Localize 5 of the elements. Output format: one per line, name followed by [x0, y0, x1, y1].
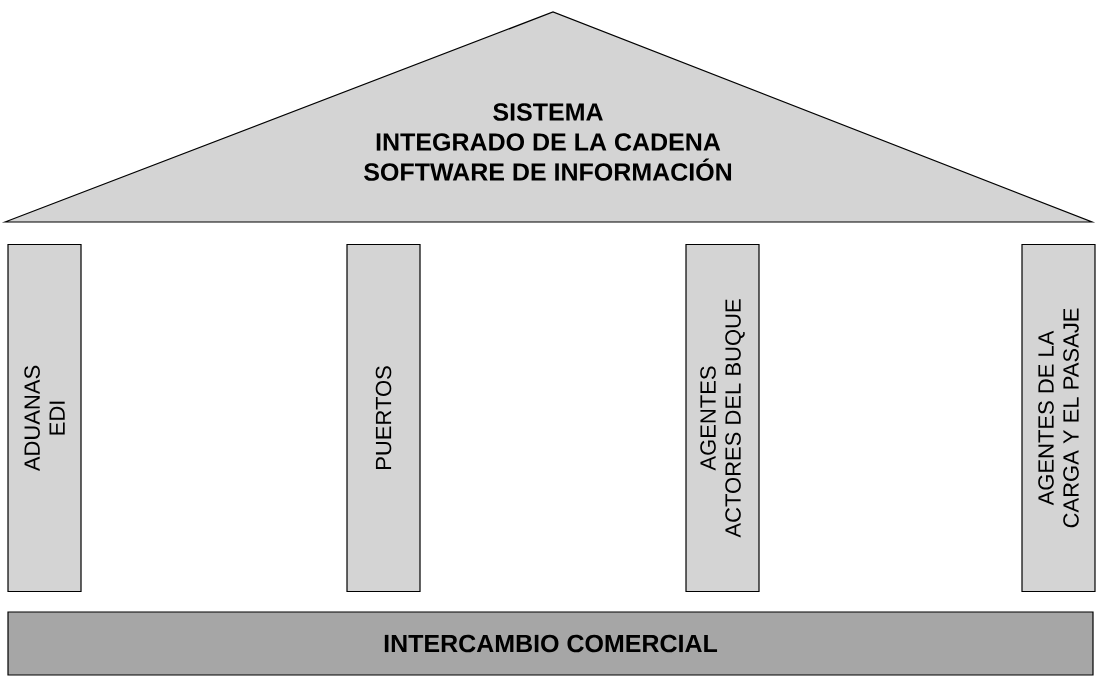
pillar-box: PUERTOS — [346, 243, 421, 593]
base-box: INTERCAMBIO COMERCIAL — [7, 611, 1094, 676]
pillar-box: AGENTES DE LA CARGA Y EL PASAJE — [1021, 243, 1096, 593]
pillar-box: AGENTES ACTORES DEL BUQUE — [685, 243, 760, 593]
pillar-box: ADUANAS EDI — [7, 243, 82, 593]
